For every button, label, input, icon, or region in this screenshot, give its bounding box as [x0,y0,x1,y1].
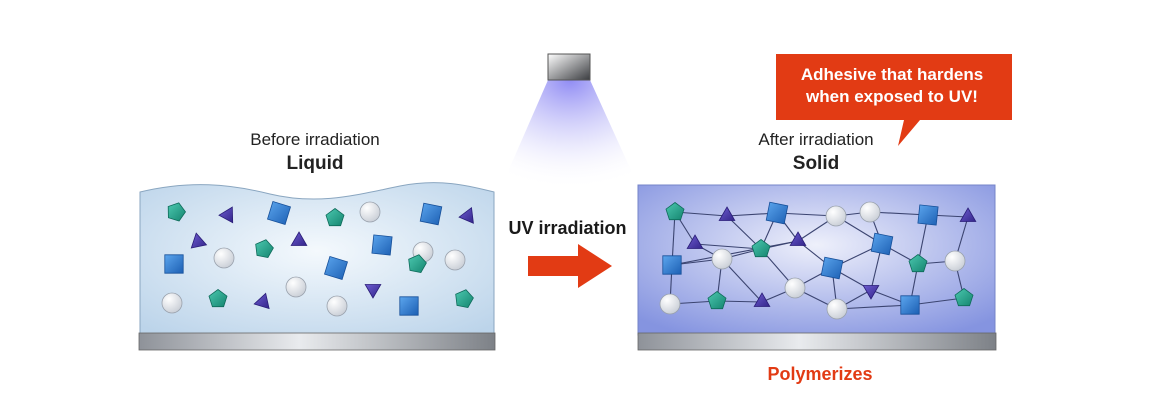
triangle-molecule-icon [862,285,880,300]
triangle-molecule-icon [190,232,208,249]
sphere-molecule-icon [161,292,183,314]
sphere-molecule-icon [444,249,466,271]
sphere-molecule-icon [359,201,381,223]
liquid-base-plate [138,332,496,351]
uv-lamp-icon [547,53,591,81]
sphere-molecule-icon [711,248,733,270]
pentagon-molecule-icon [208,289,228,308]
pentagon-molecule-icon [954,288,974,307]
triangle-molecule-icon [290,231,308,246]
sphere-molecule-icon [213,247,235,269]
polymerizes-label: Polymerizes [767,364,873,384]
sphere-molecule-icon [944,250,966,272]
pentagon-molecule-icon [255,239,274,259]
after-caption: After irradiation [758,130,874,149]
square-molecule-icon [371,234,393,256]
triangle-molecule-icon [789,231,807,246]
square-molecule-icon [267,201,291,225]
before-caption: Before irradiation [250,130,380,149]
liquid-molecules [161,201,474,317]
callout-line-1: Adhesive that hardens [800,65,984,84]
sphere-molecule-icon [285,276,307,298]
liquid-label: Liquid [286,153,344,174]
pentagon-molecule-icon [707,291,727,310]
polymer-link [836,304,911,310]
sphere-molecule-icon [825,205,847,227]
triangle-molecule-icon [364,284,382,299]
square-molecule-icon [324,256,348,280]
pentagon-molecule-icon [665,202,685,221]
callout-text: Adhesive that hardens when exposed to UV… [772,64,1012,108]
pentagon-molecule-icon [325,208,345,227]
triangle-molecule-icon [753,292,771,307]
polymer-link [674,211,728,217]
solid-base-plate [637,332,997,351]
pentagon-molecule-icon [408,254,427,274]
liquid-resin-body [139,182,495,336]
sphere-molecule-icon [326,295,348,317]
triangle-molecule-icon [458,206,474,224]
solid-polymer-body [637,184,996,336]
callout-bubble [776,54,1012,146]
pentagon-molecule-icon [167,202,186,222]
polymer-link [694,243,762,250]
uv-irradiation-label: UV irradiation [508,218,627,238]
square-molecule-icon [662,255,682,275]
sphere-molecule-icon [784,277,806,299]
triangle-molecule-icon [218,206,234,224]
square-molecule-icon [419,202,443,226]
sphere-molecule-icon [826,298,848,320]
pentagon-molecule-icon [455,289,474,309]
square-molecule-icon [917,204,939,226]
square-molecule-icon [164,254,184,274]
square-molecule-icon [870,232,894,256]
square-molecule-icon [765,201,789,225]
triangle-molecule-icon [959,207,977,222]
square-molecule-icon [820,256,844,280]
sphere-molecule-icon [659,293,681,315]
solid-label: Solid [792,153,840,174]
pentagon-molecule-icon [751,239,771,258]
sphere-molecule-icon [859,201,881,223]
callout-line-2: when exposed to UV! [806,87,978,106]
right-arrow-icon [528,244,612,288]
uv-light-beam [500,80,640,190]
solid-molecules [659,201,977,320]
polymer-link [671,240,799,266]
square-molecule-icon [900,295,920,315]
pentagon-molecule-icon [908,254,928,273]
triangle-molecule-icon [718,206,736,221]
square-molecule-icon [399,296,419,316]
triangle-molecule-icon [686,234,704,249]
triangle-molecule-icon [253,292,270,310]
